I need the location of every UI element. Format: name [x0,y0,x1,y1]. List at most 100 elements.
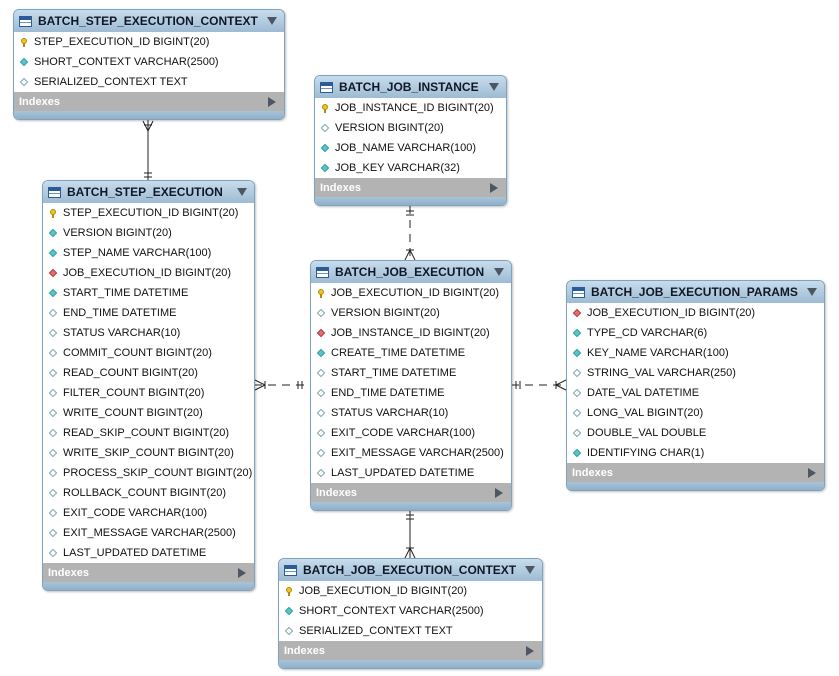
column-row[interactable]: EXIT_MESSAGE VARCHAR(2500) [311,443,511,463]
column-label: COMMIT_COUNT BIGINT(20) [63,347,212,359]
collapse-triangle-icon[interactable] [494,268,504,276]
column-row[interactable]: WRITE_SKIP_COUNT BIGINT(20) [43,443,254,463]
column-row[interactable]: STRING_VAL VARCHAR(250) [567,363,824,383]
indexes-bar[interactable]: Indexes [43,563,254,582]
column-row[interactable]: SERIALIZED_CONTEXT TEXT [279,621,542,641]
foreign-key-icon [48,268,58,278]
column-row[interactable]: SHORT_CONTEXT VARCHAR(2500) [279,601,542,621]
column-row[interactable]: VERSION BIGINT(20) [43,223,254,243]
expand-triangle-icon[interactable] [268,97,276,107]
collapse-triangle-icon[interactable] [267,17,277,25]
nullable-column-icon [316,388,326,398]
column-row[interactable]: JOB_INSTANCE_ID BIGINT(20) [315,98,506,118]
column-row[interactable]: STATUS VARCHAR(10) [311,403,511,423]
column-row[interactable]: START_TIME DATETIME [43,283,254,303]
nullable-column-icon [316,468,326,478]
table-header[interactable]: BATCH_JOB_EXECUTION_CONTEXT [279,559,542,581]
column-row[interactable]: KEY_NAME VARCHAR(100) [567,343,824,363]
column-row[interactable]: STEP_EXECUTION_ID BIGINT(20) [43,203,254,223]
column-row[interactable]: COMMIT_COUNT BIGINT(20) [43,343,254,363]
table-title: BATCH_JOB_EXECUTION_PARAMS [591,285,798,299]
expand-triangle-icon[interactable] [495,488,503,498]
column-row[interactable]: DATE_VAL DATETIME [567,383,824,403]
primary-key-icon [48,208,58,218]
not-null-column-icon [48,228,58,238]
column-row[interactable]: EXIT_CODE VARCHAR(100) [311,423,511,443]
column-label: READ_SKIP_COUNT BIGINT(20) [63,427,230,439]
column-row[interactable]: JOB_EXECUTION_ID BIGINT(20) [43,263,254,283]
column-row[interactable]: WRITE_COUNT BIGINT(20) [43,403,254,423]
table-header[interactable]: BATCH_STEP_EXECUTION_CONTEXT [14,10,284,32]
column-row[interactable]: EXIT_CODE VARCHAR(100) [43,503,254,523]
column-label: EXIT_CODE VARCHAR(100) [331,427,476,439]
column-row[interactable]: STEP_NAME VARCHAR(100) [43,243,254,263]
expand-triangle-icon[interactable] [526,646,534,656]
column-row[interactable]: EXIT_MESSAGE VARCHAR(2500) [43,523,254,543]
table-job-params[interactable]: BATCH_JOB_EXECUTION_PARAMS JOB_EXECUTION_… [566,280,825,491]
column-row[interactable]: PROCESS_SKIP_COUNT BIGINT(20) [43,463,254,483]
column-row[interactable]: STATUS VARCHAR(10) [43,323,254,343]
column-label: SHORT_CONTEXT VARCHAR(2500) [299,605,484,617]
column-row[interactable]: TYPE_CD VARCHAR(6) [567,323,824,343]
column-row[interactable]: SERIALIZED_CONTEXT TEXT [14,72,284,92]
column-row[interactable]: START_TIME DATETIME [311,363,511,383]
nullable-column-icon [48,408,58,418]
not-null-column-icon [48,248,58,258]
column-row[interactable]: CREATE_TIME DATETIME [311,343,511,363]
expand-triangle-icon[interactable] [490,183,498,193]
indexes-bar[interactable]: Indexes [315,178,506,197]
column-row[interactable]: JOB_EXECUTION_ID BIGINT(20) [311,283,511,303]
column-row[interactable]: VERSION BIGINT(20) [311,303,511,323]
nullable-column-icon [316,368,326,378]
column-row[interactable]: READ_SKIP_COUNT BIGINT(20) [43,423,254,443]
column-row[interactable]: IDENTIFYING CHAR(1) [567,443,824,463]
column-row[interactable]: LONG_VAL BIGINT(20) [567,403,824,423]
relationship-job-execution-params [511,379,567,391]
expand-triangle-icon[interactable] [238,568,246,578]
column-row[interactable]: ROLLBACK_COUNT BIGINT(20) [43,483,254,503]
column-label: JOB_NAME VARCHAR(100) [335,142,476,154]
expand-triangle-icon[interactable] [808,468,816,478]
nullable-column-icon [316,308,326,318]
nullable-column-icon [48,448,58,458]
column-row[interactable]: END_TIME DATETIME [43,303,254,323]
column-row[interactable]: STEP_EXECUTION_ID BIGINT(20) [14,32,284,52]
column-row[interactable]: FILTER_COUNT BIGINT(20) [43,383,254,403]
column-label: JOB_EXECUTION_ID BIGINT(20) [299,585,468,597]
nullable-column-icon [48,348,58,358]
column-row[interactable]: END_TIME DATETIME [311,383,511,403]
column-row[interactable]: LAST_UPDATED DATETIME [311,463,511,483]
relationship-job-execution-context [404,510,416,559]
indexes-bar[interactable]: Indexes [567,463,824,482]
collapse-triangle-icon[interactable] [489,83,499,91]
table-job-ctx[interactable]: BATCH_JOB_EXECUTION_CONTEXT JOB_EXECUTION… [278,558,543,669]
indexes-bar[interactable]: Indexes [14,92,284,111]
table-header[interactable]: BATCH_JOB_EXECUTION [311,261,511,283]
collapse-triangle-icon[interactable] [807,288,817,296]
nullable-column-icon [316,428,326,438]
collapse-triangle-icon[interactable] [525,566,535,574]
column-row[interactable]: JOB_NAME VARCHAR(100) [315,138,506,158]
table-header[interactable]: BATCH_JOB_INSTANCE [315,76,506,98]
column-row[interactable]: JOB_EXECUTION_ID BIGINT(20) [567,303,824,323]
indexes-bar[interactable]: Indexes [279,641,542,660]
column-row[interactable]: VERSION BIGINT(20) [315,118,506,138]
column-row[interactable]: SHORT_CONTEXT VARCHAR(2500) [14,52,284,72]
collapse-triangle-icon[interactable] [237,188,247,196]
table-header[interactable]: BATCH_JOB_EXECUTION_PARAMS [567,281,824,303]
column-row[interactable]: JOB_INSTANCE_ID BIGINT(20) [311,323,511,343]
column-row[interactable]: LAST_UPDATED DATETIME [43,543,254,563]
table-footer [315,197,506,205]
table-header[interactable]: BATCH_STEP_EXECUTION [43,181,254,203]
column-row[interactable]: JOB_EXECUTION_ID BIGINT(20) [279,581,542,601]
column-label: STATUS VARCHAR(10) [63,327,181,339]
column-row[interactable]: DOUBLE_VAL DOUBLE [567,423,824,443]
indexes-bar[interactable]: Indexes [311,483,511,502]
column-label: TYPE_CD VARCHAR(6) [587,327,708,339]
column-row[interactable]: JOB_KEY VARCHAR(32) [315,158,506,178]
column-row[interactable]: READ_COUNT BIGINT(20) [43,363,254,383]
